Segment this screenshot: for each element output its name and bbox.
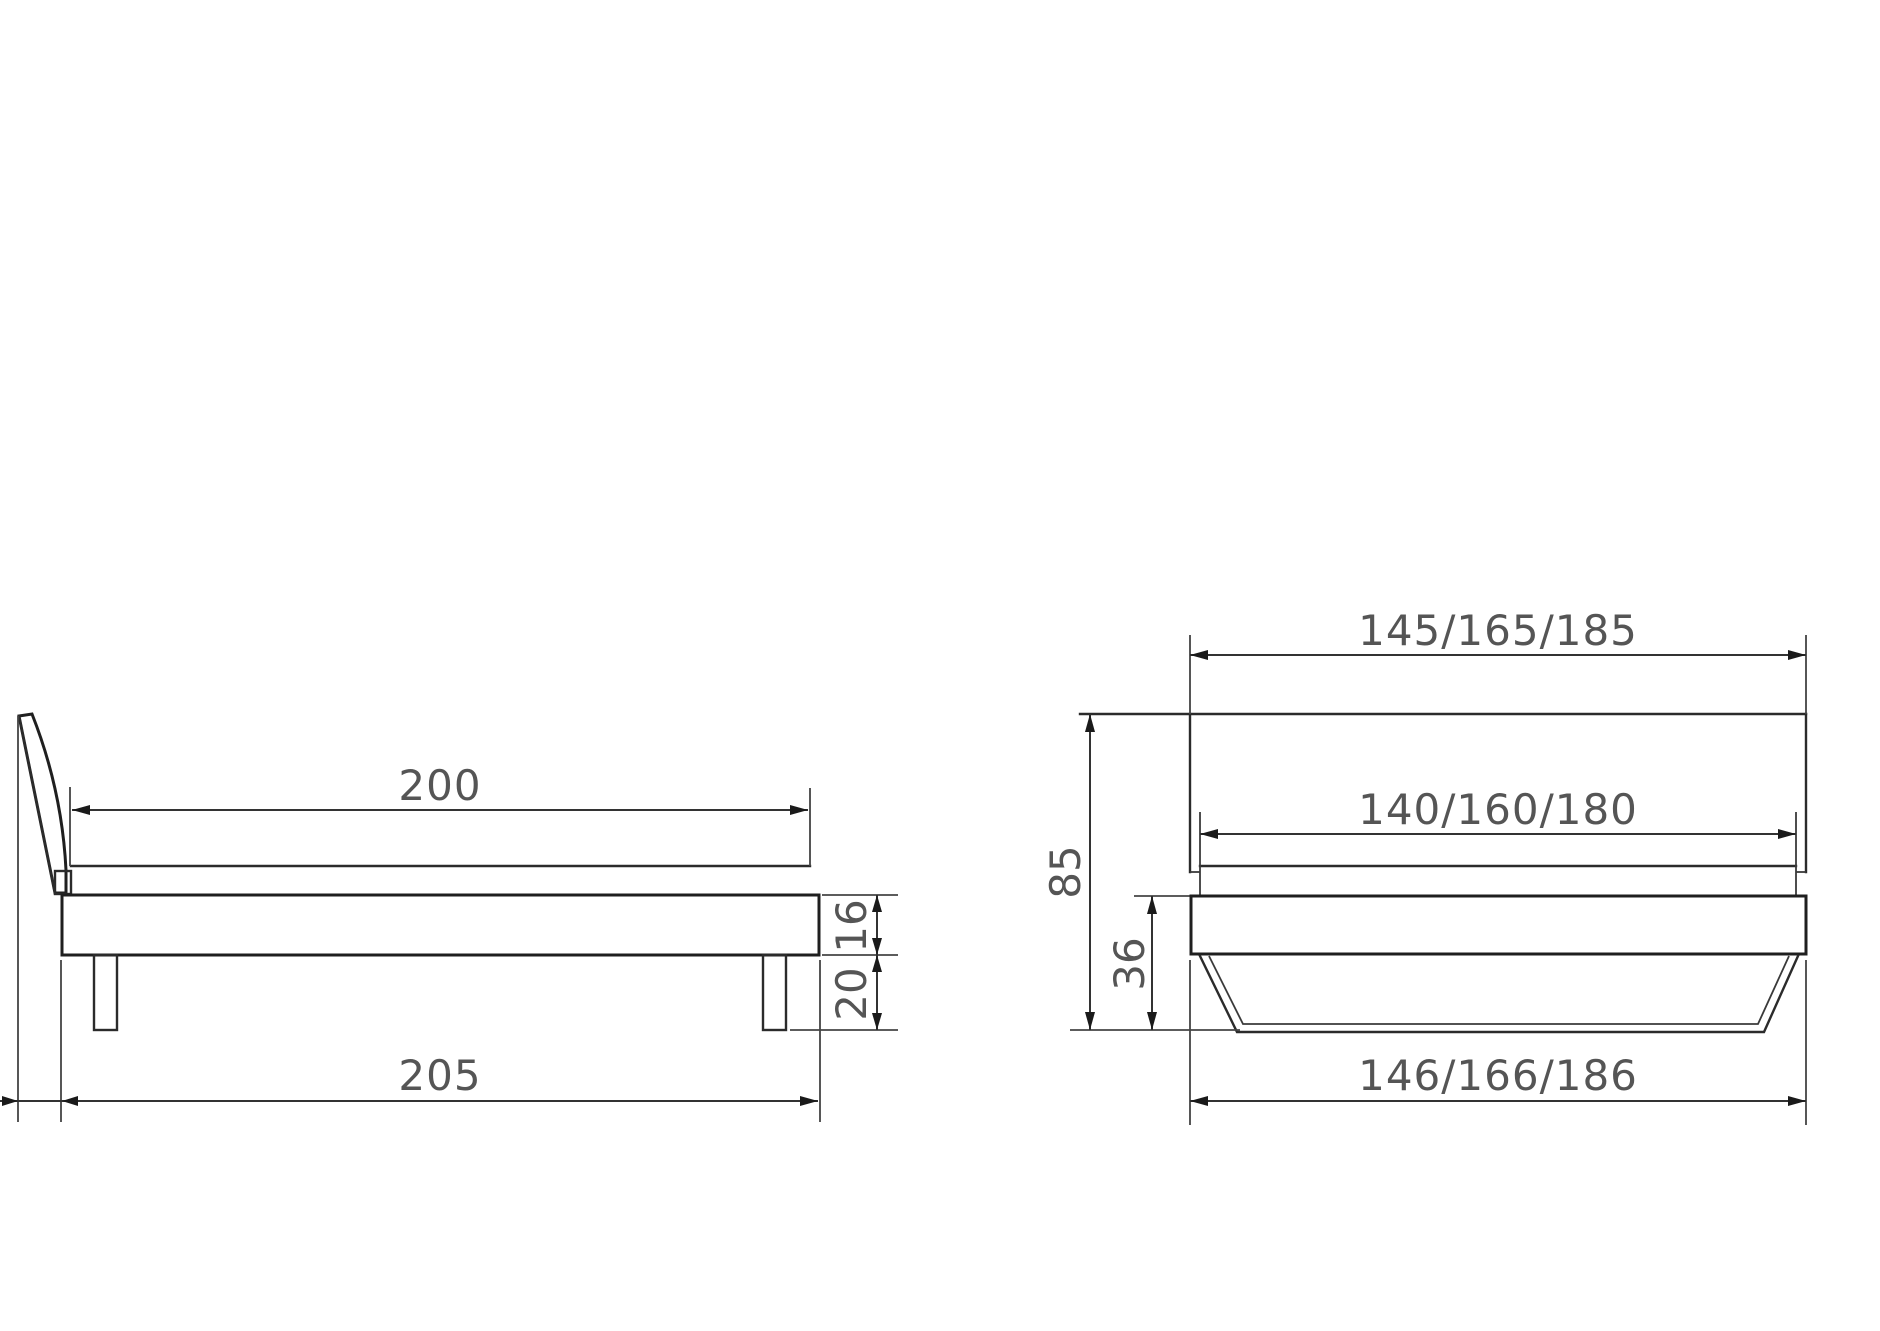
dimension-16-20: 16 20 [827,895,882,1030]
front-view: 145/165/185 140/160/180 146/166/186 85 [1041,606,1808,1125]
headboard-side [17,712,68,895]
label-mattress-length: 200 [398,761,481,810]
bed-frame-front [1189,894,1808,956]
dimension-mattress-width: 140/160/180 [1200,785,1796,839]
headboard-block [53,869,73,896]
bed-frame-side [60,893,821,957]
label-mattress-width: 140/160/180 [1358,785,1638,834]
label-frame-height: 16 [827,899,876,952]
label-headboard-height: 85 [1041,845,1090,898]
dimension-205: 205 [0,1051,818,1106]
dimension-overall-width: 146/166/186 [1190,1051,1806,1106]
label-frame-height-front: 36 [1105,937,1154,990]
headboard-inner-edge [17,714,57,895]
label-leg-height: 20 [827,967,876,1020]
side-view: 200 205 16 20 [0,712,898,1122]
dimension-headboard-width: 145/165/185 [1190,606,1806,660]
dimension-headboard-height: 85 [1041,714,1095,1030]
leg-foot [761,953,788,1032]
label-overall-length: 205 [398,1051,481,1100]
base-outer [1198,954,1800,1034]
label-headboard-width: 145/165/185 [1358,606,1638,655]
base-inner [1208,955,1790,1025]
label-overall-width: 146/166/186 [1358,1051,1638,1100]
dimension-frame-height: 36 [1105,896,1157,1030]
dimension-200: 200 [72,761,808,815]
leg-head [92,953,119,1032]
